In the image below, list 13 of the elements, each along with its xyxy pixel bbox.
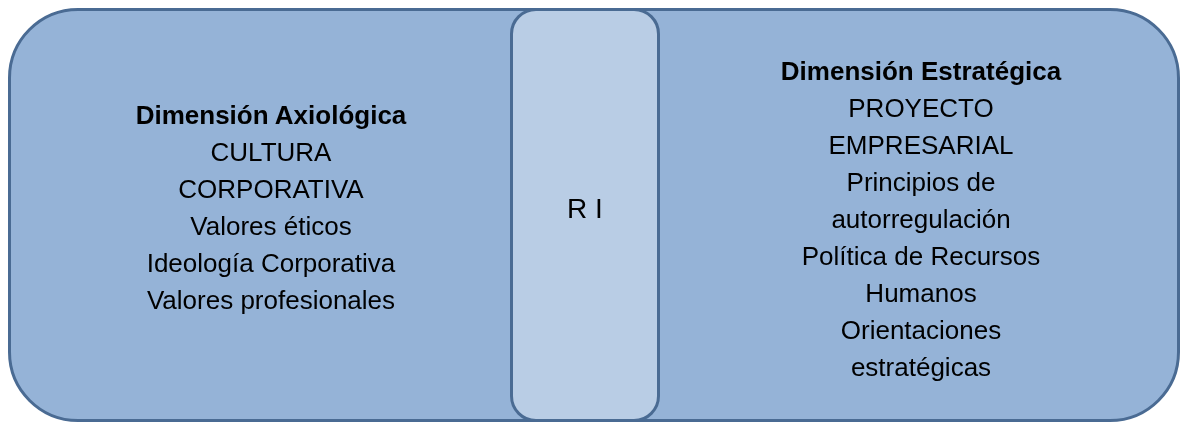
text-line: Valores profesionales (146, 284, 396, 317)
heading: Dimensión Estratégica (780, 54, 1062, 88)
band-label: R I (567, 191, 603, 226)
text-line: Principios de autorregulación (830, 165, 1012, 236)
rounded-panel (8, 8, 1180, 422)
text-line: Orientaciones estratégicas (839, 313, 1003, 384)
text-line: Ideología Corporativa (146, 247, 396, 280)
center-band (510, 8, 660, 422)
heading: Dimensión Axiológica (135, 99, 407, 132)
text-line: CULTURA CORPORATIVA (177, 136, 365, 206)
text-line: PROYECTO EMPRESARIAL (827, 91, 1015, 162)
text-line: Política de Recursos Humanos (800, 239, 1042, 310)
text-line: Valores éticos (190, 210, 352, 243)
